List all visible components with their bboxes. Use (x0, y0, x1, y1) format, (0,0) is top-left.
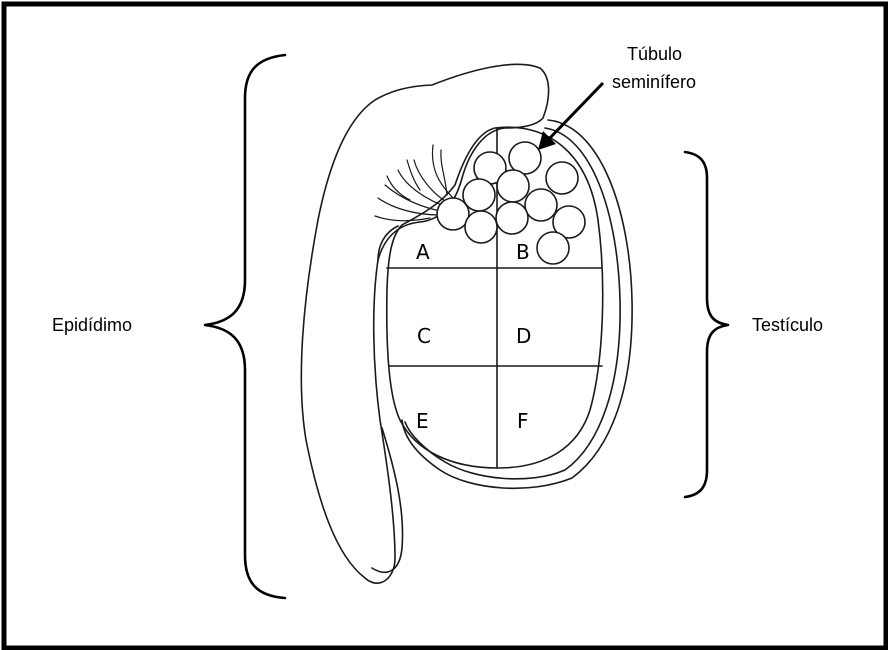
tubule (537, 232, 569, 264)
section-label-a: A (416, 240, 430, 264)
tubule (509, 142, 541, 174)
section-label-b: B (516, 240, 530, 264)
seminiferous-tubules (437, 142, 585, 264)
label-tubulo-line2: seminífero (612, 72, 696, 92)
section-label-f: F (517, 409, 529, 433)
label-epididimo: Epidídimo (52, 315, 132, 335)
tubule (437, 198, 469, 230)
label-testiculo: Testículo (752, 315, 823, 335)
tubule (465, 211, 497, 243)
tubule (497, 170, 529, 202)
section-label-d: D (516, 324, 531, 348)
epididymis-brace (205, 55, 285, 598)
tubule (496, 202, 528, 234)
epididymis-duct (372, 428, 403, 572)
tubule (525, 189, 557, 221)
testis-brace (685, 152, 728, 497)
section-label-e: E (416, 409, 429, 433)
label-tubulo-line1: Túbulo (627, 44, 682, 64)
section-label-c: C (417, 324, 431, 348)
tubule (546, 162, 578, 194)
